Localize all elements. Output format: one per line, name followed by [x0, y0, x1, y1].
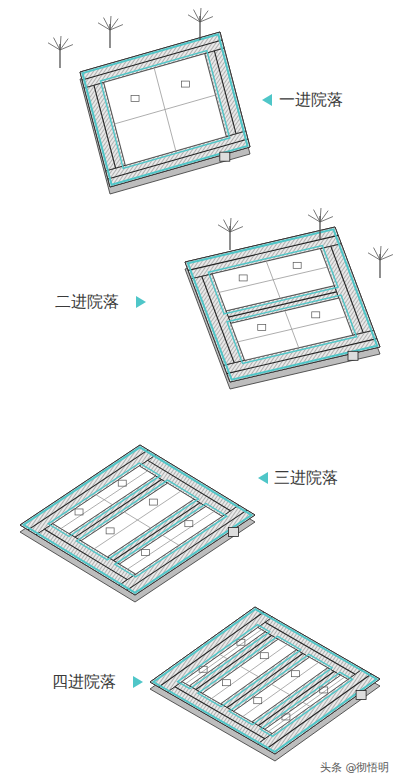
- courtyard-label: 二进院落: [55, 292, 119, 311]
- courtyard-label: 三进院落: [274, 468, 338, 487]
- pointer-triangle: [258, 472, 268, 484]
- courtyard-drawing: [150, 607, 380, 761]
- pointer-triangle: [133, 676, 143, 688]
- courtyard-drawing: [48, 8, 250, 194]
- pointer-triangle: [136, 296, 146, 308]
- watermark: 头条 @彻悟明: [318, 760, 392, 775]
- courtyard-drawing: [185, 208, 393, 389]
- courtyard-drawing: [20, 445, 255, 602]
- pointer-triangle: [262, 94, 272, 106]
- courtyard-label: 四进院落: [52, 672, 116, 691]
- courtyard-label: 一进院落: [279, 90, 343, 109]
